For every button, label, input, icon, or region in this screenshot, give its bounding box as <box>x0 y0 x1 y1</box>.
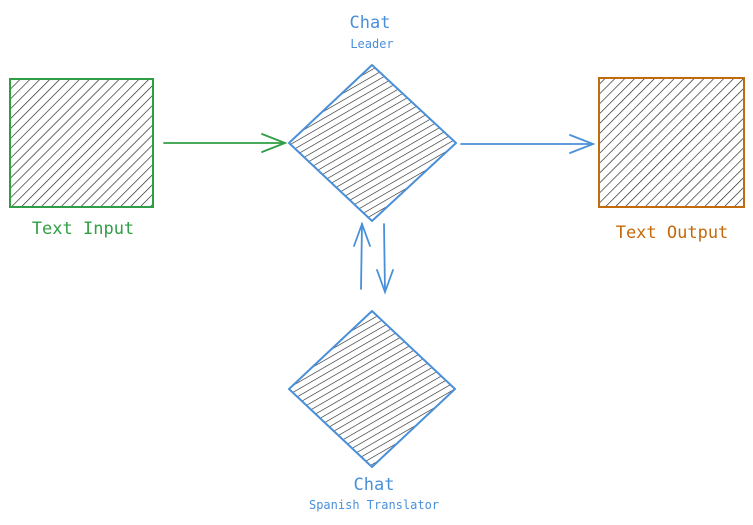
chat-translator-title: Chat <box>354 475 395 495</box>
text-output-node[interactable]: Text Output <box>598 77 745 243</box>
edge-input-to-leader <box>163 133 288 153</box>
chat-leader-diamond <box>288 64 457 222</box>
chat-leader-node[interactable]: Chat Leader <box>288 13 457 222</box>
edge-translator-to-leader <box>353 221 371 290</box>
edge-leader-to-output <box>460 134 596 154</box>
text-output-label: Text Output <box>616 223 729 243</box>
edge-leader-to-translator <box>376 223 394 295</box>
text-input-box <box>9 78 154 208</box>
chat-leader-title: Chat <box>350 13 391 33</box>
text-output-box <box>598 77 745 208</box>
chat-translator-subtitle: Spanish Translator <box>309 498 439 512</box>
chat-translator-diamond <box>288 310 456 468</box>
chat-leader-subtitle: Leader <box>350 37 393 51</box>
text-input-node[interactable]: Text Input <box>9 78 154 239</box>
text-input-label: Text Input <box>32 219 134 239</box>
chat-translator-node[interactable]: Chat Spanish Translator <box>288 310 456 512</box>
